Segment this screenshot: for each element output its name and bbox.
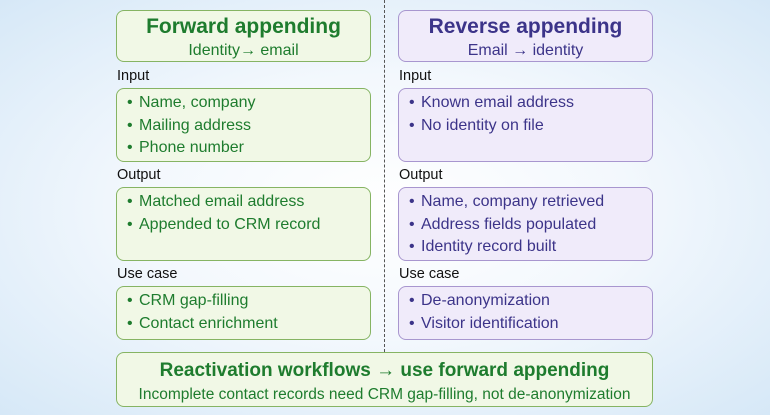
column-divider	[384, 0, 385, 352]
reverse-usecase-box: De-anonymization Visitor identification	[398, 286, 653, 340]
list-item: Name, company	[117, 92, 370, 115]
conclusion-detail: Incomplete contact records need CRM gap-…	[138, 386, 631, 403]
list-item: Matched email address	[117, 191, 370, 214]
list-item: Phone number	[117, 137, 370, 160]
list-item: Visitor identification	[399, 313, 652, 336]
forward-output-box: Matched email address Appended to CRM re…	[116, 187, 371, 261]
reverse-title-box: Reverse appending Email → identity	[398, 10, 653, 62]
forward-title: Forward appending	[146, 15, 341, 38]
list-item: No identity on file	[399, 115, 652, 138]
forward-usecase-label: Use case	[117, 266, 178, 282]
list-item: De-anonymization	[399, 290, 652, 313]
list-item: CRM gap-filling	[117, 290, 370, 313]
reverse-input-label: Input	[399, 68, 432, 84]
list-item: Mailing address	[117, 115, 370, 138]
forward-input-box: Name, company Mailing address Phone numb…	[116, 88, 371, 162]
conclusion-headline: Reactivation workflows → use forward app…	[159, 360, 610, 381]
list-item: Contact enrichment	[117, 313, 370, 336]
forward-output-label: Output	[117, 167, 161, 183]
reverse-output-box: Name, company retrieved Address fields p…	[398, 187, 653, 261]
reverse-subtitle: Email → identity	[467, 42, 584, 59]
list-item: Appended to CRM record	[117, 214, 370, 237]
forward-subtitle: Identity→ email	[188, 42, 299, 59]
reverse-title: Reverse appending	[428, 15, 623, 38]
list-item: Address fields populated	[399, 214, 652, 237]
reverse-input-box: Known email address No identity on file	[398, 88, 653, 162]
forward-usecase-box: CRM gap-filling Contact enrichment	[116, 286, 371, 340]
list-item: Name, company retrieved	[399, 191, 652, 214]
reverse-output-label: Output	[399, 167, 443, 183]
list-item: Known email address	[399, 92, 652, 115]
list-item: Identity record built	[399, 236, 652, 259]
reverse-usecase-label: Use case	[399, 266, 460, 282]
forward-input-label: Input	[117, 68, 150, 84]
conclusion-box: Reactivation workflows → use forward app…	[116, 352, 653, 407]
forward-title-box: Forward appending Identity→ email	[116, 10, 371, 62]
